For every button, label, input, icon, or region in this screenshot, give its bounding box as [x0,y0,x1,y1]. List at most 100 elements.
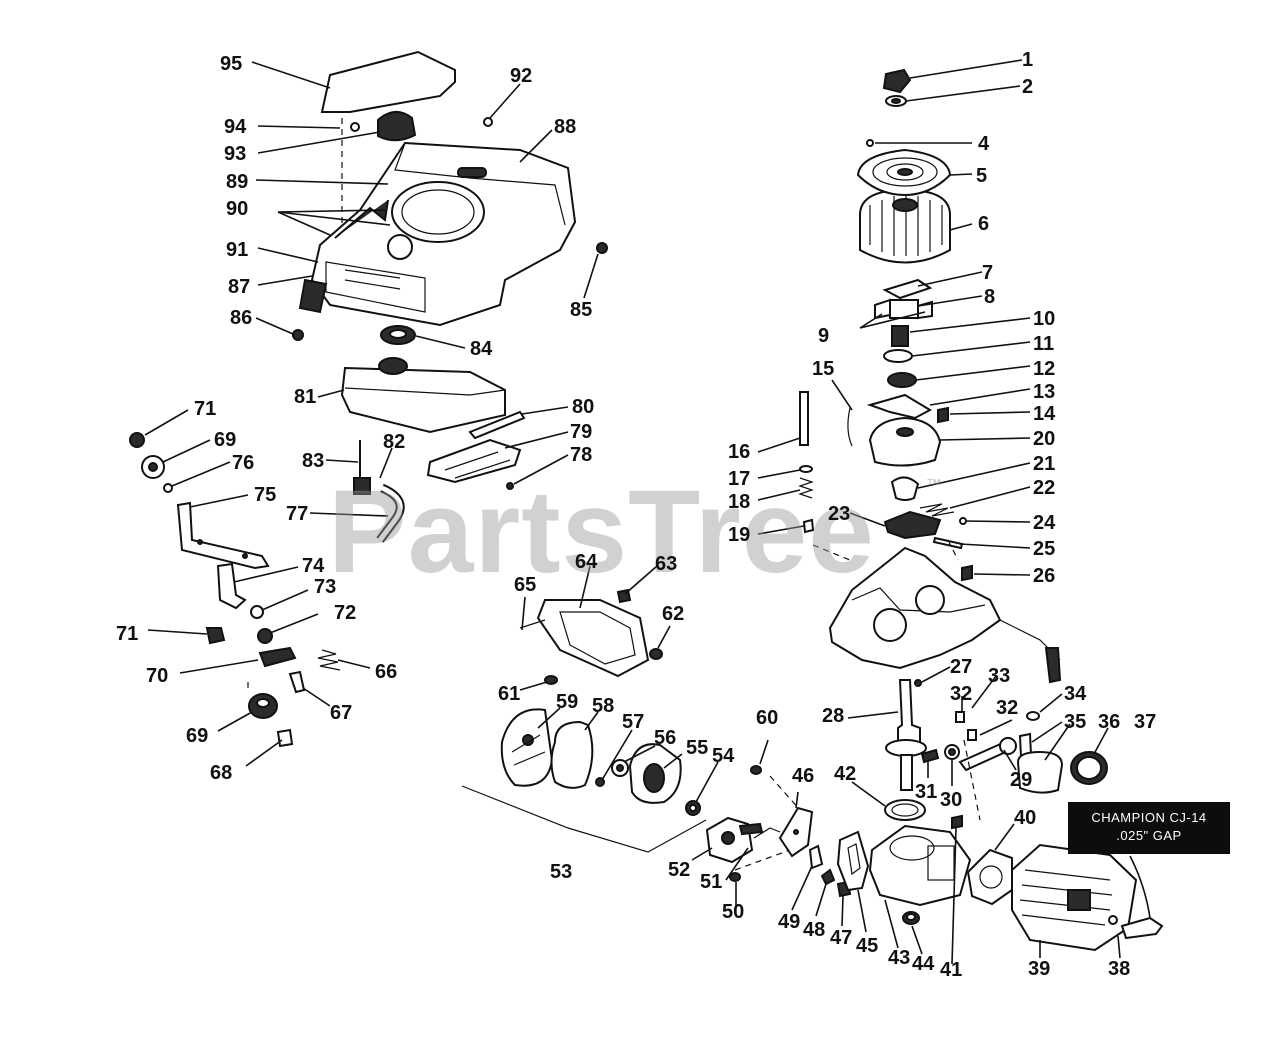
callout-21: 21 [1033,453,1055,475]
callout-54: 54 [712,745,735,767]
part-79-bracket [426,438,522,484]
part-45-gasket [836,830,870,892]
callout-32a: 32 [950,683,972,705]
callout-89: 89 [226,171,248,193]
callout-71b: 71 [116,623,138,645]
callout-20: 20 [1033,428,1055,450]
callout-42: 42 [834,763,856,785]
callout-48: 48 [803,919,825,941]
callout-39: 39 [1028,958,1050,980]
spark-plug-gap: .025" GAP [1116,828,1182,843]
callout-47: 47 [830,927,852,949]
part-58-filter [550,720,594,789]
callout-94: 94 [224,116,247,138]
callout-40: 40 [1014,807,1036,829]
callout-88: 88 [554,116,576,138]
callout-24: 24 [1033,512,1056,534]
callout-58: 58 [592,695,614,717]
callout-52: 52 [668,859,690,881]
callout-36: 36 [1098,711,1120,733]
callout-74: 74 [302,555,325,577]
callout-6: 6 [978,213,989,235]
engine-block [828,546,1002,670]
callout-84: 84 [470,338,493,360]
callout-38: 38 [1108,958,1130,980]
callout-1: 1 [1022,49,1033,71]
callout-76: 76 [232,452,254,474]
callout-64: 64 [575,551,598,573]
callout-92: 92 [510,65,532,87]
part-81-fuel-tank [340,366,506,434]
callout-85: 85 [570,299,592,321]
callout-61: 61 [498,683,520,705]
callout-23: 23 [828,503,850,525]
part-36-piston [1016,750,1064,794]
callout-83: 83 [302,450,324,472]
callout-75: 75 [254,484,276,506]
part-94-screw [350,122,360,132]
part-59-cover [500,708,554,787]
callout-65: 65 [514,574,536,596]
callout-16: 16 [728,441,750,463]
callout-59: 59 [556,691,578,713]
part-70-lever [258,646,297,668]
part-95-deflector [320,50,456,113]
callout-69a: 69 [186,725,208,747]
callout-60: 60 [756,707,778,729]
callout-80: 80 [572,396,594,418]
callout-28: 28 [822,705,844,727]
part-75-bracket [176,501,270,570]
callout-44: 44 [912,953,935,975]
part-drawings [129,50,1164,952]
callout-53: 53 [550,861,572,883]
spark-plug-spec-label: CHAMPION CJ-14 .025" GAP [1068,802,1230,854]
callout-17: 17 [728,468,750,490]
callout-7: 7 [982,262,993,284]
part-1-nut [882,68,912,94]
callout-78: 78 [570,444,592,466]
callout-82: 82 [383,431,405,453]
callout-41: 41 [940,959,962,981]
callout-79: 79 [570,421,592,443]
part-20-starter-cup [868,416,942,467]
callout-56: 56 [654,727,676,749]
callout-51: 51 [700,871,722,893]
callout-37: 37 [1134,711,1156,733]
callout-30: 30 [940,789,962,811]
callout-81: 81 [294,386,316,408]
callout-49: 49 [778,911,800,933]
callout-18: 18 [728,491,750,513]
callout-15: 15 [812,358,834,380]
callout-87: 87 [228,276,250,298]
callout-22: 22 [1033,477,1055,499]
callout-69b: 69 [214,429,236,451]
callout-9: 9 [818,325,829,347]
leader-lines [144,59,1121,965]
callout-70: 70 [146,665,168,687]
callout-71a: 71 [194,398,216,420]
callout-14: 14 [1033,403,1056,425]
callout-11: 11 [1033,333,1054,355]
callout-8: 8 [984,286,995,308]
callout-26: 26 [1033,565,1055,587]
callout-12: 12 [1033,358,1055,380]
callout-67: 67 [330,702,352,724]
watermark-trademark: ™ [926,477,942,494]
callout-19: 19 [728,524,750,546]
callout-63: 63 [655,553,677,575]
callout-25: 25 [1033,538,1055,560]
callout-57: 57 [622,711,644,733]
callout-2: 2 [1022,76,1033,98]
callout-5: 5 [976,165,987,187]
callout-27: 27 [950,656,972,678]
callout-numbers: 1 2 4 5 6 7 8 9 10 11 12 13 14 15 16 17 … [116,49,1156,981]
callout-62: 62 [662,603,684,625]
callout-43: 43 [888,947,910,969]
callout-86: 86 [230,307,252,329]
callout-29: 29 [1010,769,1032,791]
part-87-tube [298,278,328,314]
callout-68: 68 [210,762,232,784]
spark-plug-model: CHAMPION CJ-14 [1091,810,1207,825]
callout-50: 50 [722,901,744,923]
callout-66: 66 [375,661,397,683]
